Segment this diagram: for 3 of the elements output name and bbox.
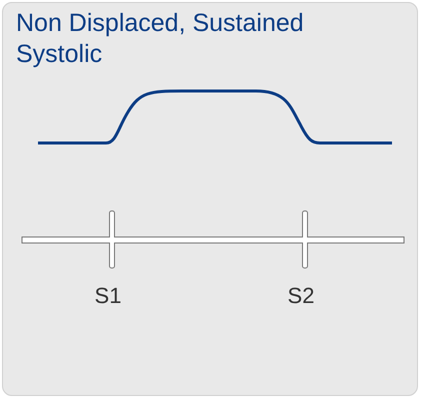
time-label: S1 — [94, 284, 122, 308]
title: Non Displaced, Sustained Systolic — [16, 8, 305, 70]
time-label: S2 — [288, 284, 314, 308]
